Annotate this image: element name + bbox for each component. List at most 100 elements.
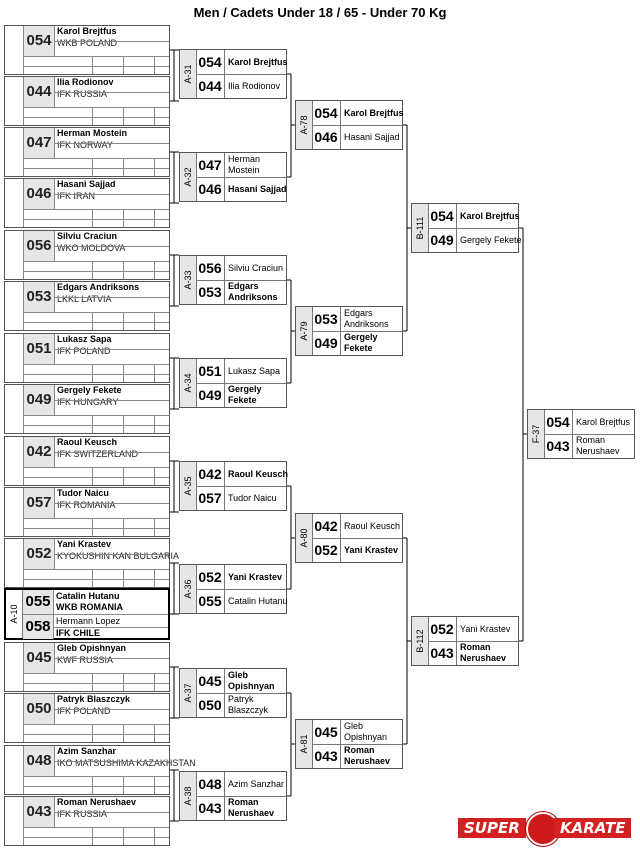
prelim-top-number: 055 (23, 590, 54, 614)
entry-club: WKO MOLDOVA (57, 243, 126, 253)
super-karate-logo: SUPER KARATE (458, 812, 634, 846)
entry-club: IFK HUNGARY (57, 397, 119, 407)
divider (154, 261, 155, 279)
prelim-match[interactable]: A-10 055 Catalin Hutanu WKB ROMANIA 058 … (4, 588, 170, 640)
entry-name: Azim Sanzhar (57, 746, 117, 756)
match-label: A-31 (180, 50, 197, 98)
divider (123, 56, 124, 74)
slot-number: 043 (428, 641, 457, 665)
divider (24, 827, 169, 828)
divider (92, 364, 93, 382)
divider (24, 837, 169, 838)
divider (24, 364, 169, 365)
entry-name: Raoul Keusch (57, 437, 118, 447)
divider (24, 786, 169, 787)
prelim-bottom-number: 058 (23, 615, 54, 639)
match-label: B-111 (412, 204, 429, 252)
slot-number: 052 (312, 538, 341, 562)
divider (154, 518, 155, 536)
divider (24, 673, 169, 674)
entry-side (5, 231, 24, 279)
entry-name: Tudor Naicu (57, 488, 109, 498)
slot-number: 054 (196, 50, 225, 74)
match-label: A-37 (180, 669, 197, 717)
divider (123, 158, 124, 176)
divider (154, 673, 155, 691)
entry-number: 052 (24, 539, 55, 569)
entry-number: 043 (24, 797, 55, 827)
match-label-text: A-33 (183, 270, 193, 290)
divider (55, 812, 169, 813)
slot-name: Catalin Hutanu (228, 595, 288, 606)
entry-club: IFK SWITZERLAND (57, 449, 139, 459)
entry-side (5, 437, 24, 485)
entry-name: Patryk Blaszczyk (57, 694, 131, 704)
divider (55, 246, 169, 247)
divider (92, 261, 93, 279)
divider (24, 374, 169, 375)
slot-name: Lukasz Sapa (228, 365, 281, 376)
divider (123, 776, 124, 794)
slot-number: 043 (544, 434, 573, 458)
entry-club: IFK NORWAY (57, 140, 113, 150)
divider (123, 107, 124, 125)
match-label: A-34 (180, 359, 197, 407)
divider (55, 92, 169, 93)
divider (123, 467, 124, 485)
slot-number: 051 (196, 359, 225, 383)
match-label: A-32 (180, 153, 197, 201)
slot-name: Roman Nerushaev (344, 745, 391, 766)
entry-club: KYOKUSHIN KAN BULGARIA (57, 551, 180, 561)
divider (55, 194, 169, 195)
entry-side (5, 128, 24, 176)
match-label: A-78 (296, 101, 313, 149)
match-label-text: A-38 (183, 786, 193, 806)
divider (123, 569, 124, 587)
slot-number: 052 (428, 617, 457, 641)
divider (154, 827, 155, 845)
match-label-text: A-80 (299, 528, 309, 548)
slot-name: Hasani Sajjad (228, 183, 287, 194)
entry-name: Lukasz Sapa (57, 334, 112, 344)
entry-name: Edgars Andriksons (57, 282, 140, 292)
divider (55, 709, 169, 710)
divider (154, 56, 155, 74)
